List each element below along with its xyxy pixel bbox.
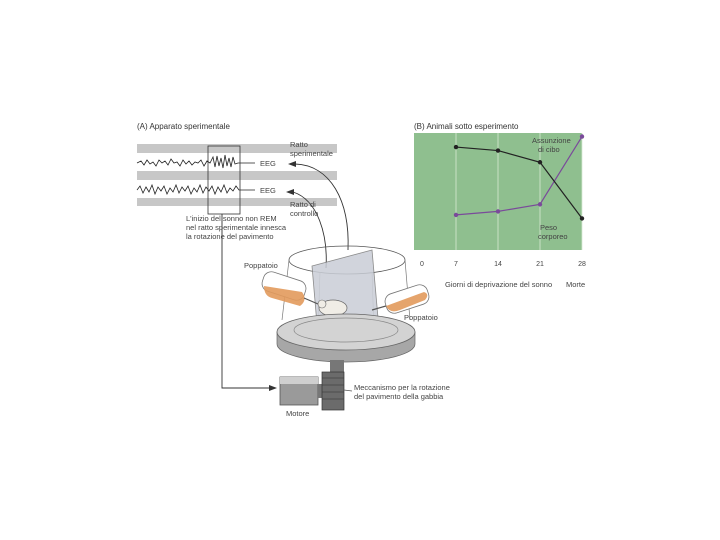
eeg-trace-bottom xyxy=(136,183,255,196)
x-tick-label: 7 xyxy=(454,261,458,268)
data-point xyxy=(537,202,543,207)
rat-control-label-2: controllo xyxy=(290,209,319,218)
rat-experimental-label-2: sperimentale xyxy=(290,149,333,158)
data-point xyxy=(579,134,585,139)
series-label-food-1: Assunzione xyxy=(532,136,571,145)
x-tick-label: 28 xyxy=(578,261,586,268)
x-tick-label: 0 xyxy=(420,261,424,268)
x-tick-label: 14 xyxy=(494,261,502,268)
motor-label: Motore xyxy=(286,409,310,418)
data-point xyxy=(495,209,501,214)
rat-control xyxy=(317,299,348,317)
series-label-weight-1: Peso xyxy=(540,223,558,232)
eeg-trace-top xyxy=(136,154,255,169)
eeg-label-bottom: EEG xyxy=(260,186,276,195)
x-tick-label: 21 xyxy=(536,261,544,268)
series-line-0 xyxy=(455,136,583,216)
bottle-left xyxy=(261,271,319,306)
data-point xyxy=(453,144,459,150)
caption-line-1: L'inizio del sonno non REM xyxy=(186,214,277,223)
caption-line-3: la rotazione del pavimento xyxy=(186,232,274,241)
rat-control-label-1: Ratto di xyxy=(290,200,316,209)
motor xyxy=(279,376,328,406)
rotating-floor xyxy=(276,313,416,374)
series-label-weight-2: corporeo xyxy=(538,232,568,241)
data-point xyxy=(579,216,585,221)
panel-b-title: (B) Animali sotto esperimento xyxy=(414,122,519,131)
series-line-1 xyxy=(455,146,583,219)
death-label: Morte xyxy=(566,280,586,289)
caption-line-2: nel ratto sperimentale innesca xyxy=(186,223,287,232)
bottle-right-label: Poppatoio xyxy=(404,313,438,322)
data-point xyxy=(495,148,501,153)
gear xyxy=(321,371,345,411)
bottle-right xyxy=(371,284,430,314)
data-point xyxy=(453,212,459,218)
bottle-left-label: Poppatoio xyxy=(244,261,278,270)
eeg-onset-box xyxy=(207,145,241,215)
x-axis-label: Giorni di deprivazione del sonno xyxy=(445,280,553,289)
panel-a-title: (A) Apparato sperimentale xyxy=(137,122,230,131)
data-point xyxy=(537,160,543,165)
rat-experimental-label-1: Ratto xyxy=(290,140,308,149)
mechanism-label-1: Meccanismo per la rotazione xyxy=(354,383,450,392)
series-label-food-2: di cibo xyxy=(538,145,560,154)
mechanism-label-2: del pavimento della gabbia xyxy=(354,392,444,401)
eeg-label-top: EEG xyxy=(260,159,276,168)
